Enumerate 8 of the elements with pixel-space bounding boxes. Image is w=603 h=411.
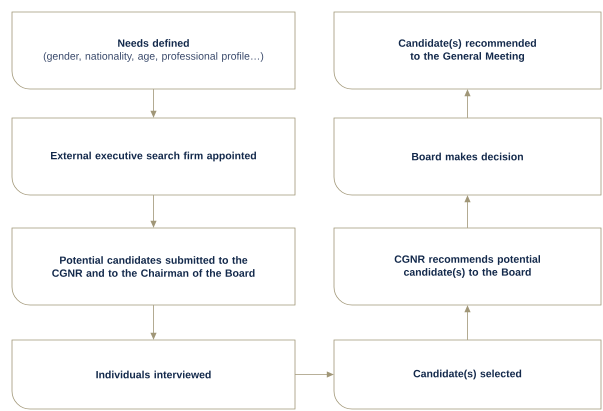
process-box: Individuals interviewed: [12, 340, 296, 410]
process-box: External executive search firm appointed: [12, 118, 296, 196]
process-box: Needs defined (gender, nationality, age, professional profile…): [12, 12, 296, 90]
process-box: Candidate(s) recommended to the General Meeting: [334, 12, 602, 90]
process-box: Candidate(s) selected: [334, 340, 602, 410]
process-box: Potential candidates submitted to the CGNR and to the Chairman of the Board: [12, 228, 296, 306]
process-box: Board makes decision: [334, 118, 602, 196]
process-box: CGNR recommends potential candidate(s) to the Board: [334, 228, 602, 306]
